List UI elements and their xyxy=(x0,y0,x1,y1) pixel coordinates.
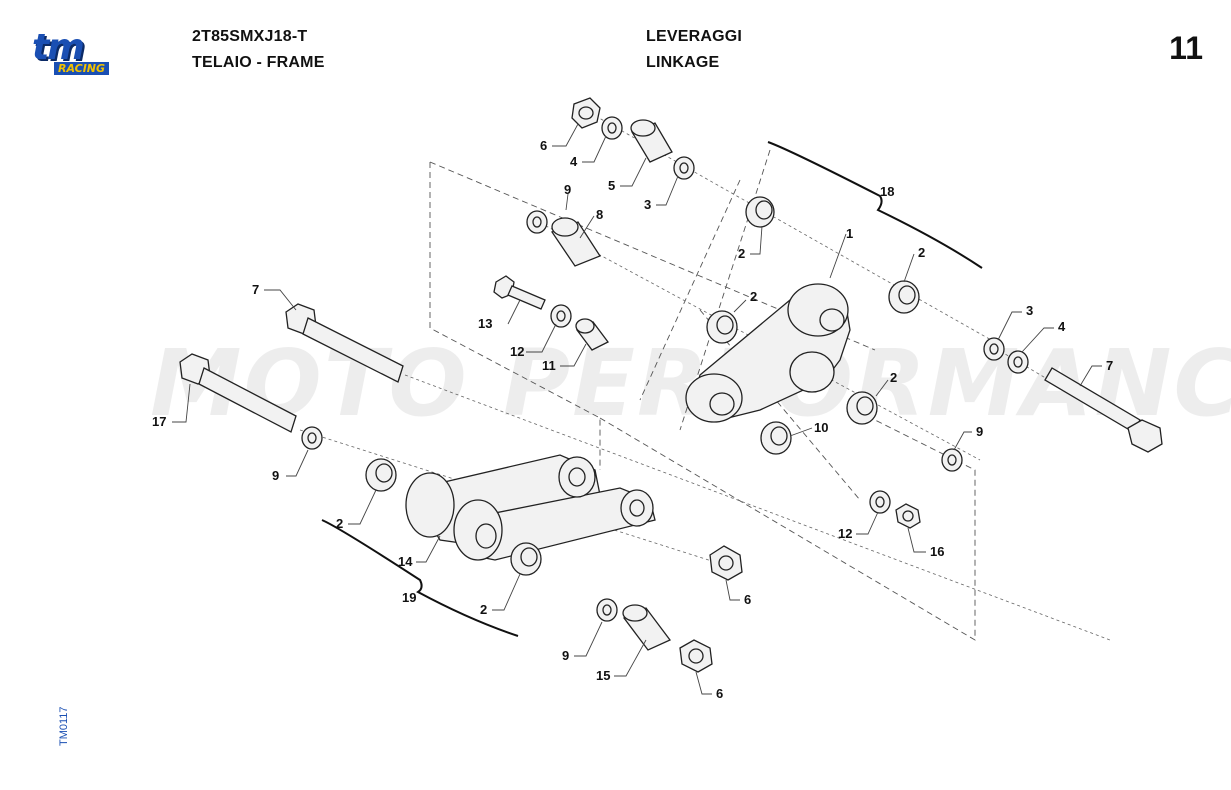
washer-4-top xyxy=(601,116,623,140)
callout-11: 11 xyxy=(542,358,556,373)
washer-12-b xyxy=(869,490,891,514)
callout-2-b: 2 xyxy=(750,289,757,304)
nut-6-mid xyxy=(709,545,743,581)
callout-12-b: 12 xyxy=(838,526,852,541)
callout-14: 14 xyxy=(398,554,413,569)
callout-9-left: 9 xyxy=(272,468,279,483)
logo-main-text: tm xyxy=(32,27,85,68)
callout-10: 10 xyxy=(814,420,828,435)
bolt-13 xyxy=(493,275,546,310)
spacer-5 xyxy=(630,119,673,163)
callout-9-lower: 9 xyxy=(562,648,569,663)
leader-lines xyxy=(172,123,1102,695)
callout-12-a: 12 xyxy=(510,344,524,359)
section-title-it: LEVERAGGI xyxy=(646,28,743,45)
bearing-10 xyxy=(760,421,792,455)
callout-19: 19 xyxy=(402,590,416,605)
washer-12-a xyxy=(550,304,572,328)
washer-9-right xyxy=(941,448,963,472)
bearing-2-left xyxy=(365,458,397,492)
callout-2-top: 2 xyxy=(738,246,745,261)
frame-outline-left xyxy=(429,162,601,470)
callout-2-lower: 2 xyxy=(480,602,487,617)
callout-18: 18 xyxy=(880,184,894,199)
callout-2-d: 2 xyxy=(890,370,897,385)
washer-9-left xyxy=(301,426,323,450)
callout-13: 13 xyxy=(478,316,492,331)
bearing-2-b xyxy=(706,310,738,344)
washer-9-a xyxy=(526,210,548,234)
washer-3-top xyxy=(673,156,695,180)
callout-9-right: 9 xyxy=(976,424,983,439)
bearing-2-top xyxy=(745,196,775,228)
rocker-link-1 xyxy=(685,283,851,423)
nut-16 xyxy=(895,503,921,529)
callout-2-c: 2 xyxy=(918,245,925,260)
tm-racing-logo: tm RACING xyxy=(28,28,136,78)
callout-15: 15 xyxy=(596,668,610,683)
callout-16: 16 xyxy=(930,544,944,559)
assembly-brace-18 xyxy=(767,141,983,269)
callout-3-top: 3 xyxy=(644,197,651,212)
callout-8: 8 xyxy=(596,207,603,222)
bearing-2-lower xyxy=(510,542,542,576)
bolt-7-left xyxy=(285,303,404,383)
washer-3-right xyxy=(983,337,1005,361)
nut-6-bottom xyxy=(679,639,713,673)
connecting-link-14 xyxy=(405,454,656,561)
nut-6-top xyxy=(571,97,601,129)
section-title-en: LINKAGE xyxy=(646,54,720,71)
frame-outline-right xyxy=(599,417,976,641)
callout-1: 1 xyxy=(846,226,853,241)
logo-sub-text: RACING xyxy=(54,62,110,75)
callout-6-bottom: 6 xyxy=(716,686,723,701)
callout-6-mid: 6 xyxy=(744,592,751,607)
bearing-2-c xyxy=(888,280,920,314)
washer-9-lower xyxy=(596,598,618,622)
callout-5: 5 xyxy=(608,178,615,193)
page-number: 11 xyxy=(1169,30,1203,66)
callout-9-a: 9 xyxy=(564,182,571,197)
callout-labels: 6 4 5 3 9 8 2 1 18 2 13 2 3 4 12 11 7 7 … xyxy=(152,138,1113,701)
group-title: TELAIO - FRAME xyxy=(192,54,325,71)
spacer-8 xyxy=(551,217,601,267)
bolt-17 xyxy=(179,353,297,433)
bolt-7-right xyxy=(1044,367,1163,453)
assembly-brace-19 xyxy=(321,519,519,637)
callout-4-right: 4 xyxy=(1058,319,1066,334)
callout-6-top: 6 xyxy=(540,138,547,153)
callout-7-right: 7 xyxy=(1106,358,1113,373)
callout-17: 17 xyxy=(152,414,166,429)
bearing-2-d xyxy=(846,391,878,425)
callout-3-right: 3 xyxy=(1026,303,1033,318)
washer-4-right xyxy=(1007,350,1029,374)
spacer-11 xyxy=(575,318,609,351)
callout-2-left: 2 xyxy=(336,516,343,531)
callout-4-top: 4 xyxy=(570,154,578,169)
model-code: 2T85SMXJ18-T xyxy=(192,28,308,45)
spacer-15 xyxy=(622,604,672,651)
callout-7-left: 7 xyxy=(252,282,259,297)
